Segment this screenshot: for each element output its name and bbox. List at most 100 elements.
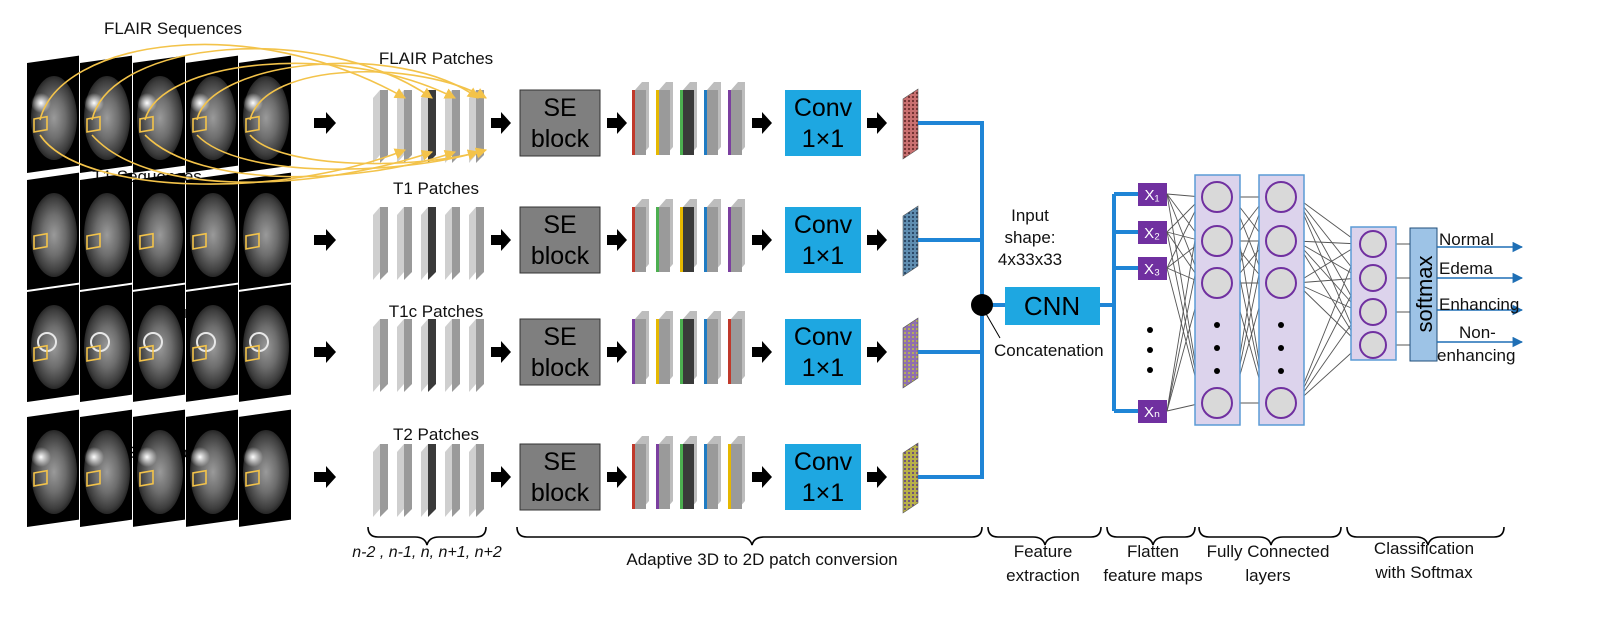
mri-slice [239, 284, 291, 402]
flatten-node-2 [1138, 221, 1167, 244]
channel-weight-strip [632, 319, 635, 384]
feature-map-2d [902, 317, 919, 389]
patch-label: T1 Patches [393, 179, 479, 198]
patch-slice-side [445, 207, 452, 280]
conv-block-label-2: 1×1 [802, 354, 844, 382]
patch-slice-side [469, 207, 476, 280]
flow-arrow [867, 341, 887, 363]
slice-index-label: n-2 , n-1, n, n+1, n+2 [352, 544, 502, 561]
softmax-block [1409, 227, 1438, 362]
patch-slice [476, 207, 484, 280]
flatten-nodes: X₁ X₂ X₃ Xₙ [1138, 183, 1167, 423]
feature-slice [659, 207, 670, 272]
fc-layer-1-panel [1194, 174, 1241, 426]
connection [1295, 344, 1361, 404]
feature-slice [659, 90, 670, 155]
conv-block-label-1: Conv [794, 94, 853, 122]
se-block-label-1: SE [543, 211, 576, 239]
channel-weight-strip [704, 319, 707, 384]
stage-fc-line2: layers [1245, 566, 1290, 585]
patch-slice-side [373, 207, 380, 280]
patch-slice-side [373, 90, 380, 163]
se-block-label-1: SE [543, 94, 576, 122]
connection [1295, 277, 1361, 404]
neuron [1265, 225, 1297, 257]
se-block [519, 443, 601, 511]
output-neuron [1359, 331, 1387, 359]
mri-slice [27, 55, 79, 173]
flatten-node-2-label: X₂ [1144, 225, 1160, 242]
stage-adaptive-conversion: Adaptive 3D to 2D patch conversion [626, 550, 897, 569]
mri-slice [186, 284, 238, 402]
connection [1295, 196, 1361, 346]
se-block-label-2: block [531, 479, 590, 507]
neuron [1201, 267, 1233, 299]
patch-slice [428, 319, 436, 392]
mri-slice [80, 172, 132, 290]
flow-arrow [752, 466, 772, 488]
ellipsis-dot [1214, 322, 1220, 328]
flow-arrow [314, 341, 336, 363]
concatenation-label: Concatenation [994, 341, 1104, 360]
conv-block [785, 444, 861, 510]
patch-slice-side [421, 90, 428, 163]
connection [1295, 311, 1361, 404]
flow-arrow [607, 112, 627, 134]
conv-block-label-2: 1×1 [802, 479, 844, 507]
flatten-node-3-label: X₃ [1144, 261, 1160, 278]
concatenation-bus [918, 121, 1138, 479]
mri-slice [27, 409, 79, 527]
flow-arrow [867, 466, 887, 488]
se-block-label-2: block [531, 354, 590, 382]
patch-slice-side [445, 319, 452, 392]
patch-slice-side [421, 207, 428, 280]
patch-slice-side [397, 207, 404, 280]
conv-block-label-2: 1×1 [802, 242, 844, 270]
channel-weight-strip [704, 90, 707, 155]
patch-slice [452, 90, 460, 163]
ellipsis-dot [1214, 345, 1220, 351]
connection [1295, 240, 1361, 313]
mri-slice [133, 409, 185, 527]
stage-feature-line2: extraction [1006, 566, 1080, 585]
feature-slice [707, 319, 718, 384]
neuron [1201, 181, 1233, 213]
stage-classification-line2: with Softmax [1374, 563, 1473, 582]
feature-slice [683, 319, 694, 384]
fc-layer-2-panel [1258, 174, 1305, 426]
patch-slice [404, 90, 412, 163]
patch-slice-side [373, 444, 380, 517]
softmax-label: softmax [1412, 255, 1437, 332]
patch-slice [404, 319, 412, 392]
flow-arrow [491, 341, 511, 363]
patch-slice [476, 444, 484, 517]
connection [1295, 196, 1361, 313]
patch-slice-side [397, 444, 404, 517]
feature-slice [635, 207, 646, 272]
ellipsis-dot [1278, 368, 1284, 374]
feature-map-2d [902, 205, 919, 277]
output-non-enhancing-line1: Non- [1459, 323, 1496, 342]
feature-slice [659, 444, 670, 509]
connection [1295, 277, 1361, 284]
patch-slice-side [421, 319, 428, 392]
channel-weight-strip [656, 207, 659, 272]
flow-arrow [491, 466, 511, 488]
patch-slice-side [469, 90, 476, 163]
channel-weight-strip [680, 444, 683, 509]
se-block [519, 206, 601, 274]
channel-weight-strip [680, 90, 683, 155]
flow-arrow [607, 341, 627, 363]
output-enhancing: Enhancing [1439, 295, 1519, 314]
output-non-enhancing-line2: enhancing [1437, 346, 1515, 365]
patch-slice [452, 207, 460, 280]
mri-slice [186, 172, 238, 290]
ellipsis-dot [1214, 368, 1220, 374]
flow-arrow [491, 112, 511, 134]
output-neuron [1359, 230, 1387, 258]
feature-slice [707, 444, 718, 509]
channel-weight-strip [704, 444, 707, 509]
